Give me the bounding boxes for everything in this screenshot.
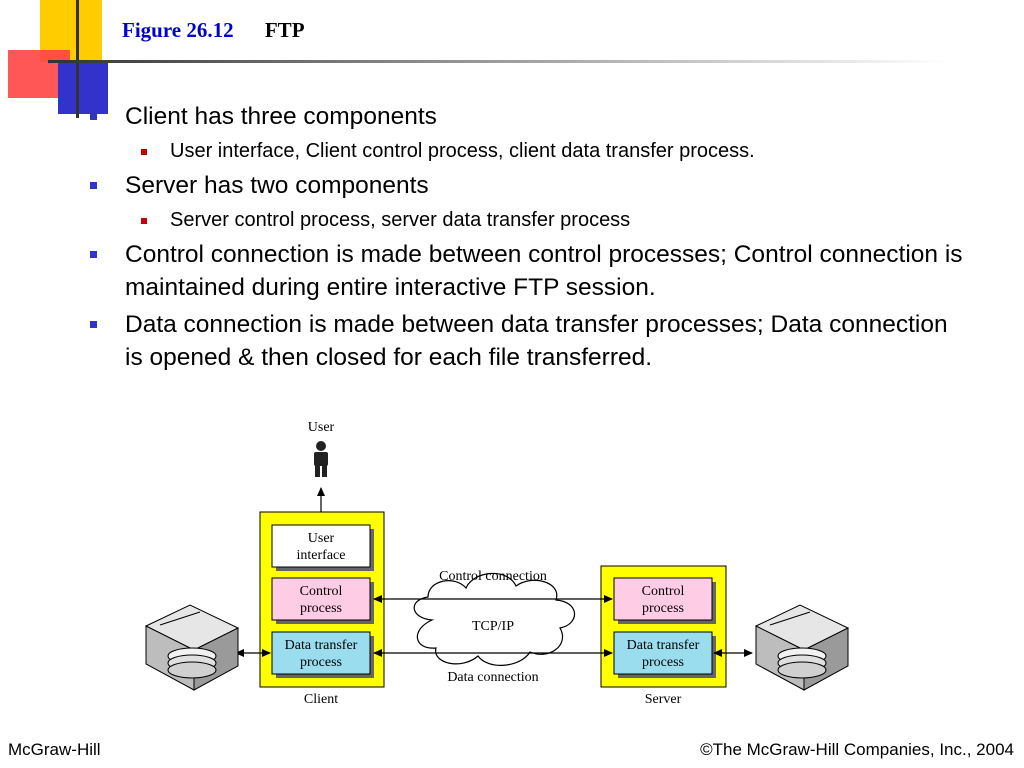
client-disk-drive-icon	[144, 604, 240, 691]
client-label: Client	[304, 692, 338, 707]
server-data-line1: Data transfer	[627, 638, 700, 653]
client-control-line2: process	[300, 601, 342, 616]
figure-title: FTP	[264, 18, 305, 42]
server-control-line1: Control	[642, 584, 685, 599]
bullet-marker	[90, 113, 97, 120]
bullet-marker	[90, 251, 97, 258]
bullet-item: Server has two components	[86, 169, 966, 202]
sub-bullet-item: User interface, Client control process, …	[86, 137, 966, 165]
user-icon	[314, 441, 328, 477]
server-data-transfer-box	[613, 631, 713, 675]
slide-title: Figure 26.12 FTP	[122, 18, 305, 43]
decor-blue-block	[58, 62, 108, 114]
bullet-text: Control connection is made between contr…	[125, 241, 963, 301]
footer-copyright: ©The McGraw-Hill Companies, Inc., 2004	[700, 740, 1014, 759]
bullet-marker	[90, 321, 97, 328]
client-ui-line1: User	[308, 531, 335, 546]
client-control-process-box	[271, 577, 371, 621]
client-data-line1: Data transfer	[285, 638, 358, 653]
user-label: User	[308, 420, 335, 435]
server-data-line2: process	[642, 655, 684, 670]
client-control-line1: Control	[300, 584, 343, 599]
sub-bullet-text: User interface, Client control process, …	[170, 140, 755, 162]
sub-bullet-item: Server control process, server data tran…	[86, 206, 966, 234]
sub-bullet-marker	[141, 149, 147, 155]
bullet-text: Server has two components	[125, 172, 429, 199]
decor-horizontal-line	[48, 60, 948, 63]
bullet-item: Data connection is made between data tra…	[86, 308, 966, 374]
bullet-list: Client has three components User interfa…	[86, 100, 966, 378]
server-label: Server	[645, 692, 682, 707]
client-user-interface-box	[271, 524, 371, 568]
footer-publisher: McGraw-Hill	[8, 740, 101, 759]
figure-label: Figure 26.12	[122, 18, 234, 42]
data-connection-label: Data connection	[447, 670, 538, 685]
client-data-transfer-box	[271, 631, 371, 675]
bullet-text: Data connection is made between data tra…	[125, 311, 948, 371]
bullet-item: Client has three components	[86, 100, 966, 133]
network-label: TCP/IP	[472, 619, 514, 634]
sub-bullet-text: Server control process, server data tran…	[170, 209, 631, 231]
control-connection-label: Control connection	[439, 569, 547, 584]
sub-bullet-marker	[141, 218, 147, 224]
server-control-line2: process	[642, 601, 684, 616]
decor-vertical-line	[76, 0, 79, 118]
server-control-process-box	[613, 577, 713, 621]
bullet-marker	[90, 182, 97, 189]
server-disk-drive-icon	[754, 604, 850, 691]
bullet-text: Client has three components	[125, 103, 437, 130]
client-ui-line2: interface	[297, 548, 346, 563]
client-data-line2: process	[300, 655, 342, 670]
bullet-item: Control connection is made between contr…	[86, 238, 966, 304]
